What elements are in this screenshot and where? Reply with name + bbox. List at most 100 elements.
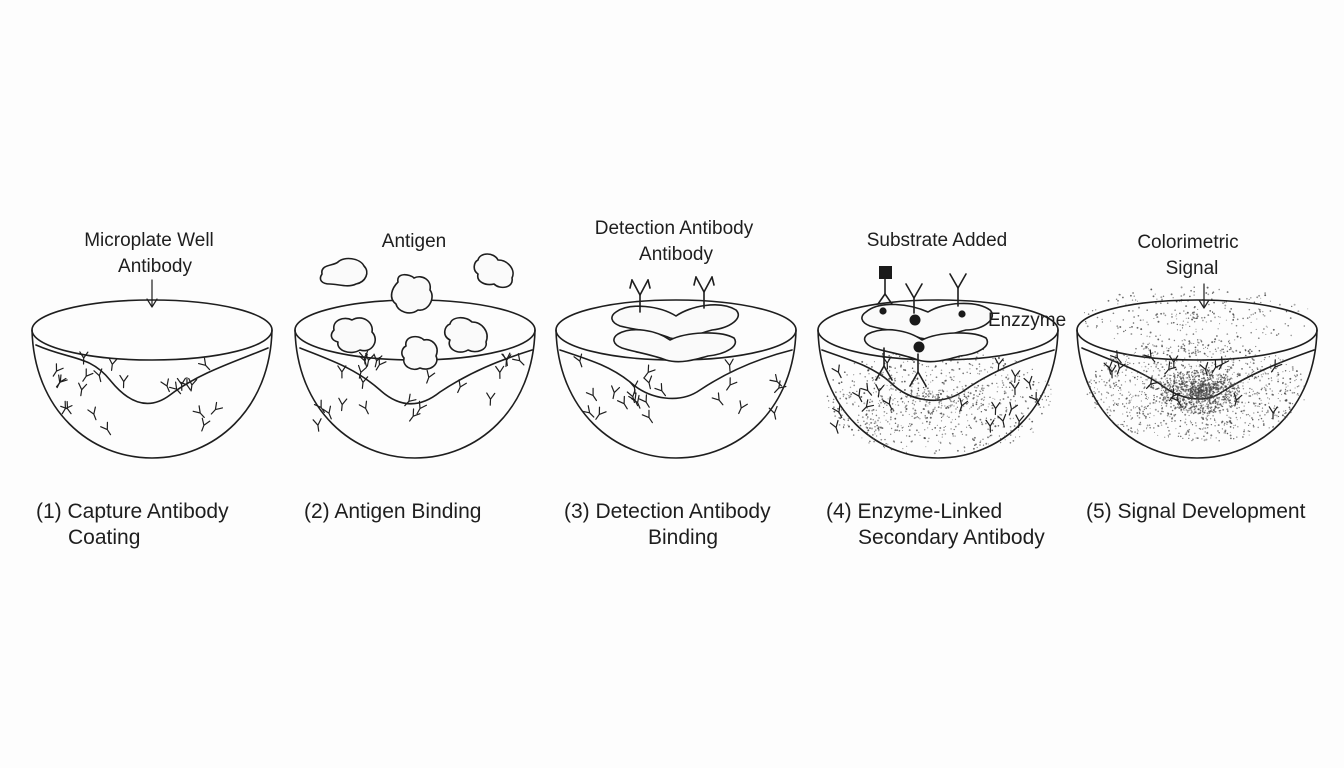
stipple-dot <box>1261 402 1263 404</box>
stipple-dot <box>1026 386 1028 389</box>
stipple-dot <box>1160 312 1162 315</box>
stipple-dot <box>982 438 984 440</box>
stipple-dot <box>1197 388 1200 391</box>
stipple-dot <box>1149 412 1152 415</box>
stipple-dot <box>1142 319 1144 321</box>
stipple-dot <box>1238 406 1240 409</box>
stipple-dot <box>1289 317 1292 320</box>
stipple-dot <box>1148 342 1150 344</box>
stipple-dot <box>1292 403 1294 405</box>
stipple-dot <box>1154 408 1157 411</box>
stipple-dot <box>1009 386 1011 388</box>
stipple-dot <box>1130 294 1132 297</box>
stipple-dot <box>902 426 904 428</box>
stipple-dot <box>1244 402 1246 404</box>
stipple-dot <box>971 413 973 415</box>
stipple-dot <box>1197 344 1199 346</box>
stipple-dot <box>915 429 918 432</box>
stipple-dot <box>971 382 973 385</box>
stipple-dot <box>1157 374 1160 377</box>
stipple-dot <box>876 424 878 427</box>
antibody-mark <box>197 357 211 371</box>
stipple-dot <box>1115 381 1117 384</box>
stipple-dot <box>1270 332 1273 334</box>
stipple-dot <box>1195 424 1198 427</box>
stipple-dot <box>1235 349 1238 352</box>
stipple-dot <box>1183 398 1185 400</box>
stipple-dot <box>1163 369 1165 371</box>
stipple-dot <box>1128 411 1131 414</box>
stipple-dot <box>1028 413 1030 415</box>
stipple-dot <box>1129 401 1131 403</box>
stipple-dot <box>1190 421 1193 424</box>
stipple-dot <box>1153 362 1156 365</box>
stipple-dot <box>839 390 842 393</box>
stipple-dot <box>944 379 947 382</box>
stipple-dot <box>1188 363 1190 366</box>
stipple-dot <box>1187 321 1189 324</box>
stipple-dot <box>1238 390 1240 392</box>
stipple-dot <box>1185 373 1188 376</box>
stipple-dot <box>1172 321 1175 324</box>
stipple-dot <box>1204 396 1207 399</box>
stipple-dot <box>1264 354 1266 356</box>
stipple-dot <box>1253 377 1256 380</box>
stipple-dot <box>1224 395 1226 398</box>
stipple-dot <box>1123 330 1125 333</box>
stipple-dot <box>1266 410 1269 413</box>
stipple-dot <box>1171 316 1173 318</box>
stipple-dot <box>1231 390 1234 393</box>
stipple-dot <box>975 401 978 404</box>
stipple-dot <box>1212 291 1215 294</box>
stipple-dot <box>1184 413 1187 416</box>
antibody-mark <box>495 365 505 379</box>
stipple-dot <box>1217 384 1220 387</box>
stipple-dot <box>1201 389 1203 392</box>
stipple-dot <box>1184 433 1187 436</box>
stipple-dot <box>1259 379 1261 382</box>
stipple-dot <box>875 409 877 411</box>
antibody-mark <box>1270 359 1283 373</box>
stipple-dot <box>837 407 839 410</box>
stipple-dot <box>1231 387 1233 390</box>
stipple-dot <box>1179 425 1182 428</box>
panel-4-complex-2 <box>863 328 989 363</box>
stipple-dot <box>894 389 897 391</box>
stipple-dot <box>1190 401 1193 404</box>
stipple-dot <box>1144 417 1147 420</box>
stipple-dot <box>1211 375 1214 378</box>
stipple-dot <box>1112 387 1114 389</box>
stipple-dot <box>1189 420 1191 422</box>
stipple-dot <box>908 435 911 438</box>
stipple-dot <box>1184 421 1187 424</box>
stipple-dot <box>982 399 985 402</box>
antibody-mark <box>985 419 995 433</box>
stipple-dot <box>1288 406 1291 409</box>
stipple-dot <box>1140 400 1142 402</box>
stipple-dot <box>863 392 866 395</box>
stipple-dot <box>940 416 943 419</box>
antibody-mark <box>1268 406 1278 420</box>
stipple-dot <box>1178 380 1180 382</box>
stipple-dot <box>1248 391 1251 393</box>
stipple-dot <box>1209 397 1212 400</box>
stipple-dot <box>1233 382 1236 385</box>
stipple-dot <box>1205 354 1207 356</box>
stipple-dot <box>1191 352 1193 355</box>
stipple-dot <box>921 422 924 424</box>
stipple-dot <box>1215 383 1217 385</box>
stipple-dot <box>1182 374 1185 377</box>
stipple-dot <box>1175 359 1177 362</box>
stipple-dot <box>1164 436 1166 438</box>
antibody-mark <box>997 413 1007 428</box>
stipple-dot <box>1159 381 1162 383</box>
stipple-dot <box>1229 434 1232 437</box>
stipple-dot <box>1196 406 1198 408</box>
stipple-dot <box>932 408 934 411</box>
stipple-dot <box>1216 403 1219 406</box>
stipple-dot <box>910 440 913 443</box>
stipple-dot <box>1263 328 1265 330</box>
stipple-dot <box>933 408 936 410</box>
stipple-dot <box>1178 432 1180 434</box>
panel-3-label-antibody: Antibody <box>639 244 713 265</box>
